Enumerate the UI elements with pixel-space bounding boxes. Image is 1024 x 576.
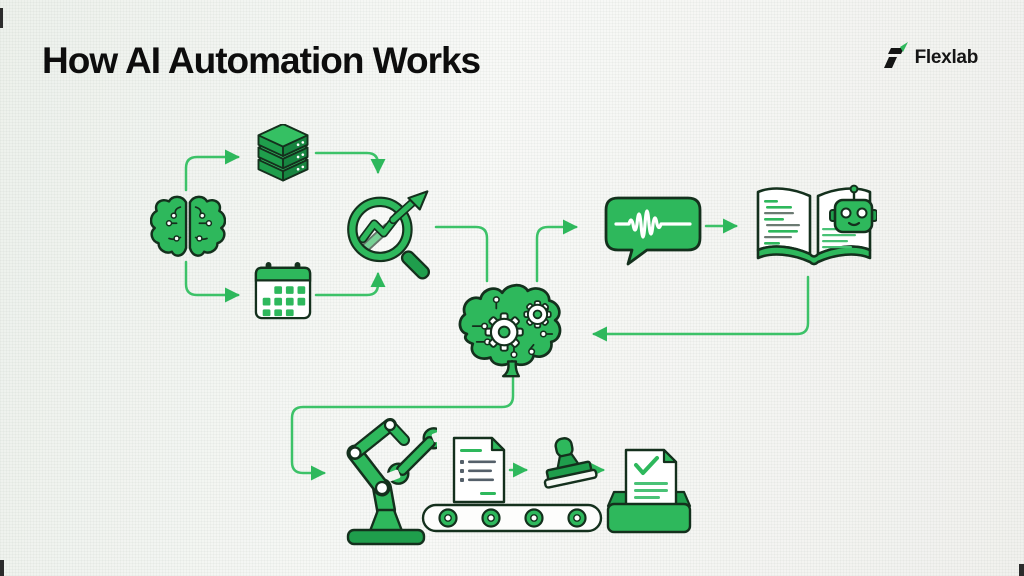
brand-logo: Flexlab [878,40,978,75]
calendar-icon [254,262,312,322]
edge-artifact [0,8,3,28]
speech-waveform-icon [603,196,703,266]
brain-icon [150,194,226,262]
stamp-icon [538,436,598,494]
connector-storage-to-analysis [314,151,386,175]
server-stack-icon [252,124,314,190]
connector-brain-to-storage [184,149,241,192]
connector-knowledge-to-core [591,275,810,342]
connector-core-to-voice [535,219,579,283]
robot-arm-icon [342,418,437,548]
brain-gears-icon [453,283,571,386]
connector-core-to-arm [290,376,515,481]
connector-analysis-to-core [434,225,489,283]
edge-artifact [1019,564,1024,576]
magnifier-chart-icon [340,188,435,286]
conveyor-belt-icon [421,503,603,533]
connector-schedule-to-analysis [314,271,386,297]
book-robot-icon [752,180,877,275]
flexlab-mark-icon [878,40,908,75]
page-title: How AI Automation Works [42,40,481,81]
document-icon [450,436,508,504]
brand-name: Flexlab [914,46,979,68]
robot-head [829,184,877,234]
edge-artifact [0,560,4,576]
inbox-tray-check-icon [606,448,692,534]
connector-brain-to-schedule [184,260,241,303]
